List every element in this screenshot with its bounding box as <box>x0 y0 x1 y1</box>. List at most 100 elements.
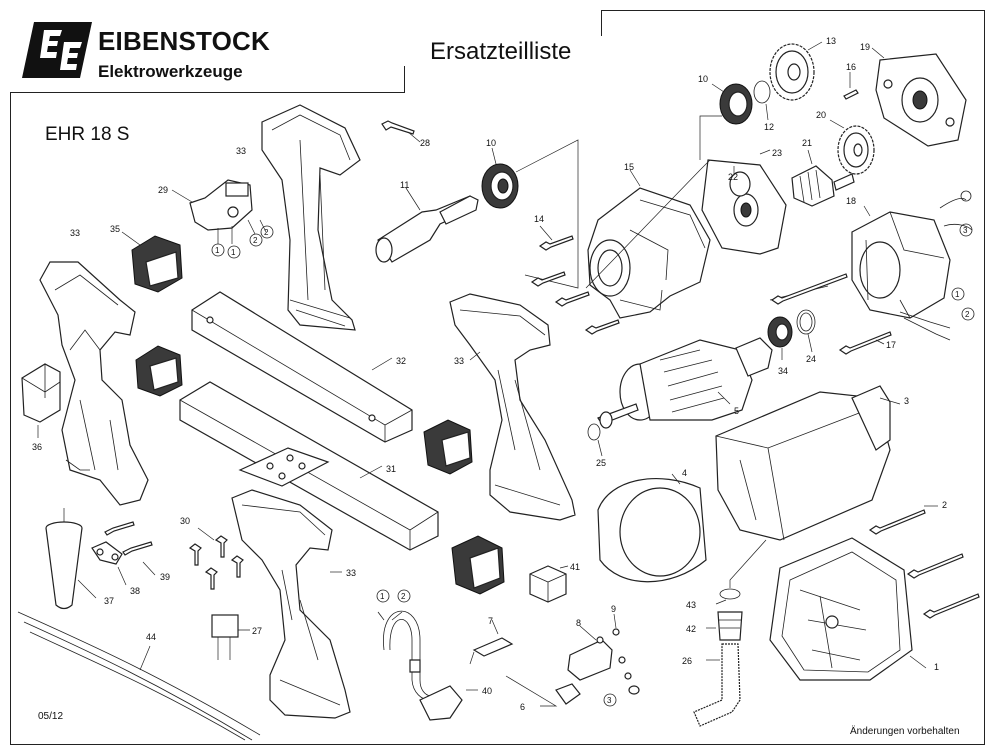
wire-marker: 3 <box>959 223 973 237</box>
frame-bottom <box>10 744 985 745</box>
part-20-gear <box>829 119 875 175</box>
part-7-brush <box>469 619 514 665</box>
label-part-13: 13 <box>826 36 836 46</box>
part-25-ring <box>587 423 603 457</box>
label-part-28: 28 <box>420 138 430 148</box>
document-title: Ersatzteilliste <box>430 38 572 65</box>
label-part-41: 41 <box>570 562 580 572</box>
label-part-27: 27 <box>252 626 262 636</box>
part-23-plate <box>585 149 787 289</box>
part-33-handle-bottom <box>231 489 351 719</box>
part-11-spindle <box>375 187 479 263</box>
part-10-bearing-centre <box>481 139 579 289</box>
part-number-labels: 1 2 3 4 5 6 7 8 9 10 10 11 12 13 14 15 1… <box>32 36 947 712</box>
label-part-33-centre: 33 <box>454 356 464 366</box>
label-part-24: 24 <box>806 354 816 364</box>
part-14-screws <box>530 225 620 335</box>
part-grommet-bottom <box>451 535 505 595</box>
part-28-screw <box>381 120 421 143</box>
label-part-4: 4 <box>682 468 687 478</box>
label-part-8: 8 <box>576 618 581 628</box>
part-12-ring <box>753 80 771 121</box>
part-34-bearing <box>767 316 793 360</box>
label-part-18: 18 <box>846 196 856 206</box>
label-part-1: 1 <box>934 662 939 672</box>
svg-text:3: 3 <box>607 696 612 705</box>
frame-left <box>10 92 11 745</box>
label-part-7: 7 <box>488 616 493 626</box>
part-16-pin <box>843 72 859 100</box>
label-part-26: 26 <box>682 656 692 666</box>
part-24-ring <box>796 309 816 353</box>
wire-marker: 2 <box>961 307 975 321</box>
label-part-32: 32 <box>396 356 406 366</box>
wire-marker: 1 <box>227 245 241 259</box>
label-part-9: 9 <box>611 604 616 614</box>
model-name: EHR 18 S <box>45 124 130 145</box>
label-part-34: 34 <box>778 366 788 376</box>
wire-marker: 1 <box>951 287 965 301</box>
frame-top-left <box>10 92 405 93</box>
part-4-ring <box>597 473 707 583</box>
label-part-3: 3 <box>904 396 909 406</box>
part-43-ring <box>715 539 767 605</box>
label-part-42: 42 <box>686 624 696 634</box>
part-42-gland <box>706 611 743 641</box>
label-part-44: 44 <box>146 632 156 642</box>
part-29-switch <box>171 179 267 244</box>
part-1-rear-cover <box>769 537 927 681</box>
part-39-screw <box>104 521 156 576</box>
label-part-15: 15 <box>624 162 634 172</box>
svg-text:2: 2 <box>264 228 269 237</box>
part-30-clips <box>188 527 244 590</box>
part-33-handle-centre <box>449 293 576 521</box>
part-22-bearing <box>729 166 751 197</box>
label-part-38: 38 <box>130 586 140 596</box>
label-part-33-left: 33 <box>70 228 80 238</box>
disclaimer-note: Änderungen vorbehalten <box>850 726 960 737</box>
part-27-suppressor <box>211 614 250 660</box>
label-part-40: 40 <box>482 686 492 696</box>
part-grommet-centre <box>423 419 473 475</box>
frame-title-step-top <box>601 10 602 36</box>
label-part-2: 2 <box>942 500 947 510</box>
svg-text:1: 1 <box>955 290 960 299</box>
label-part-21: 21 <box>802 138 812 148</box>
part-21-pinion <box>791 149 855 207</box>
part-41-block <box>529 565 569 603</box>
label-part-10-centre: 10 <box>486 138 496 148</box>
part-35-cover <box>121 231 183 293</box>
label-part-39: 39 <box>160 572 170 582</box>
part-15-gear-housing <box>587 169 711 319</box>
part-8-9-6-brush-holder <box>505 613 640 707</box>
svg-text:2: 2 <box>965 310 970 319</box>
brand-subtitle: Elektrowerkzeuge <box>98 62 243 81</box>
label-part-43: 43 <box>686 600 696 610</box>
label-part-14: 14 <box>534 214 544 224</box>
eibenstock-logo: EE <box>22 22 92 78</box>
label-part-29: 29 <box>158 185 168 195</box>
wire-marker: 1 <box>376 589 390 603</box>
part-3-motor-housing <box>715 385 901 541</box>
wire-marker: 3 <box>603 693 617 707</box>
label-part-20: 20 <box>816 110 826 120</box>
part-37-sleeve <box>45 508 97 610</box>
part-grommet-left <box>135 345 183 397</box>
part-5-armature <box>597 337 773 429</box>
brand-name: EIBENSTOCK <box>98 26 270 56</box>
part-33-handle-left <box>39 261 149 506</box>
label-part-5: 5 <box>734 406 739 416</box>
label-part-33-bottom: 33 <box>346 568 356 578</box>
label-part-31: 31 <box>386 464 396 474</box>
label-part-19: 19 <box>860 42 870 52</box>
part-2-screws <box>868 505 980 619</box>
label-part-10-top: 10 <box>698 74 708 84</box>
part-26-sleeve <box>693 643 741 727</box>
label-part-25: 25 <box>596 458 606 468</box>
part-10-bearing-top <box>699 83 753 160</box>
label-part-36: 36 <box>32 442 42 452</box>
frame-right <box>984 10 985 745</box>
label-part-30: 30 <box>180 516 190 526</box>
label-part-12: 12 <box>764 122 774 132</box>
